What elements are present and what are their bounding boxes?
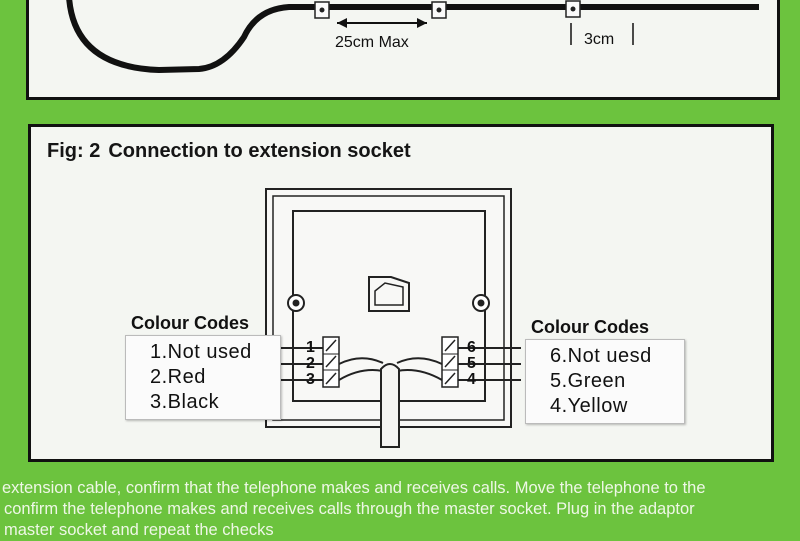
colour-code-2: 2.Red [150,366,206,388]
instruction-line: extension cable, confirm that the teleph… [2,479,706,497]
instruction-line: confirm the telephone makes and receives… [4,500,695,518]
figure-panel: Fig: 2 Connection to extension socket [28,124,774,462]
terminal-number-2: 2 [306,355,315,372]
terminal-number-1: 1 [306,339,315,356]
left-colour-codes-label: 1.Not used 2.Red 3.Black [125,335,281,420]
colour-code-1: 1.Not used [150,341,252,363]
left-colour-codes-title: Colour Codes [131,313,250,333]
socket-outlet [368,276,410,312]
right-colour-codes-title: Colour Codes [531,317,650,337]
terminal-number-3: 3 [306,371,315,388]
spacing-min-label: 3cm [584,31,615,48]
terminal-number-4: 4 [467,371,476,388]
instruction-line: master socket and repeat the checks [4,521,274,539]
instruction-text: extension cable, confirm that the teleph… [0,478,800,541]
cable-line [66,0,759,74]
colour-code-4: 4.Yellow [550,395,628,417]
colour-code-3: 3.Black [150,391,220,413]
cable-spacing-panel: 25cm Max 3cm [26,0,780,100]
terminal-number-5: 5 [467,355,476,372]
colour-code-6: 6.Not uesd [550,345,652,367]
terminal-number-6: 6 [467,339,476,356]
spacing-max-label: 25cm Max [335,34,409,51]
figure-caption: Connection to extension socket [108,140,411,162]
figure-title: Fig: 2 Connection to extension socket [47,140,411,163]
colour-code-5: 5.Green [550,370,626,392]
right-colour-codes-label: 6.Not uesd 5.Green 4.Yellow [525,339,685,424]
cable-spacing-diagram [66,0,759,74]
incoming-cable [380,363,400,448]
figure-number: Fig: 2 [47,140,101,162]
extension-socket-diagram [265,188,521,448]
